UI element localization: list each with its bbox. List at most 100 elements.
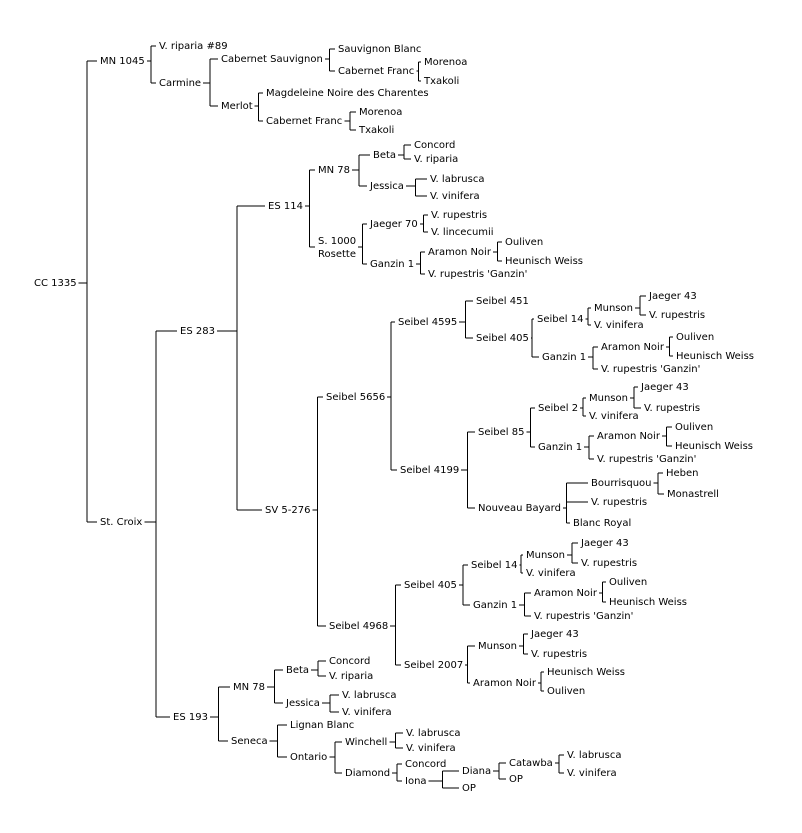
node-label-txakoli: Txakoli — [423, 76, 459, 87]
node-label-seneca: Seneca — [231, 736, 268, 747]
node-label-v-vinifera: V. vinifera — [526, 568, 576, 579]
node-label-v-vinifera: V. vinifera — [594, 320, 644, 331]
node-label-jaeger-43: Jaeger 43 — [640, 382, 689, 393]
node-label-v-rupestris: V. rupestris — [649, 310, 705, 321]
node-label-concord: Concord — [414, 140, 455, 151]
node-label-ouliven: Ouliven — [609, 577, 647, 588]
node-label-txakoli: Txakoli — [358, 125, 394, 136]
node-label-beta: Beta — [373, 150, 396, 161]
node-label-morenoa: Morenoa — [359, 107, 402, 118]
node-label-nouveau-bayard: Nouveau Bayard — [478, 503, 561, 514]
node-label-v-rupestris-ganzin: V. rupestris 'Ganzin' — [597, 454, 696, 465]
node-label-morenoa: Morenoa — [424, 57, 467, 68]
node-label-seibel-14: Seibel 14 — [537, 314, 583, 325]
node-label-diana: Diana — [462, 766, 491, 777]
node-label-aramon-noir: Aramon Noir — [601, 342, 665, 353]
node-label-jessica: Jessica — [285, 698, 320, 709]
node-label-aramon-noir: Aramon Noir — [597, 431, 661, 442]
node-label-jaeger-43: Jaeger 43 — [648, 291, 697, 302]
node-label-jessica: Jessica — [369, 181, 404, 192]
node-label-seibel-405: Seibel 405 — [404, 580, 457, 591]
node-label-v-vinifera: V. vinifera — [589, 411, 639, 422]
node-label-magdeleine-noire-des-charentes: Magdeleine Noire des Charentes — [266, 88, 429, 99]
node-label-munson: Munson — [526, 550, 565, 561]
node-label-heunisch-weiss: Heunisch Weiss — [505, 256, 583, 267]
node-label-mn-78: MN 78 — [318, 165, 350, 176]
node-label-ouliven: Ouliven — [547, 686, 585, 697]
node-label-monastrell: Monastrell — [667, 489, 719, 500]
node-label-aramon-noir: Aramon Noir — [473, 678, 537, 689]
node-label-munson: Munson — [589, 393, 628, 404]
node-label-v-rupestris: V. rupestris — [431, 210, 487, 221]
node-label-seibel-2: Seibel 2 — [538, 403, 578, 414]
node-label-cabernet-franc: Cabernet Franc — [338, 66, 414, 77]
node-label-ganzin-1: Ganzin 1 — [370, 259, 414, 270]
node-label-cc-1335: CC 1335 — [34, 278, 77, 289]
node-label-seibel-14: Seibel 14 — [471, 560, 517, 571]
node-label-ganzin-1: Ganzin 1 — [538, 442, 582, 453]
node-label-iona: Iona — [405, 776, 427, 787]
node-label-v-rupestris: V. rupestris — [644, 403, 700, 414]
node-label-v-riparia: V. riparia — [414, 154, 458, 165]
node-label-seibel-405: Seibel 405 — [476, 333, 529, 344]
node-label-v-rupestris: V. rupestris — [591, 497, 647, 508]
node-label-jaeger-70: Jaeger 70 — [369, 219, 418, 230]
node-label-v-riparia: V. riparia — [329, 671, 373, 682]
node-label-v-vinifera: V. vinifera — [430, 191, 480, 202]
node-label-ouliven: Ouliven — [676, 332, 714, 343]
node-label-v-rupestris-ganzin: V. rupestris 'Ganzin' — [428, 269, 527, 280]
node-label-heunisch-weiss: Heunisch Weiss — [676, 351, 754, 362]
node-label-seibel-4595: Seibel 4595 — [398, 317, 457, 328]
node-label-aramon-noir: Aramon Noir — [428, 247, 492, 258]
node-label-sauvignon-blanc: Sauvignon Blanc — [338, 44, 421, 55]
node-label-v-rupestris-ganzin: V. rupestris 'Ganzin' — [601, 364, 700, 375]
node-label-v-vinifera: V. vinifera — [567, 768, 617, 779]
node-label-s-1000: S. 1000 — [318, 236, 356, 247]
node-label-v-riparia-89: V. riparia #89 — [159, 41, 228, 52]
node-label-catawba: Catawba — [509, 758, 553, 769]
node-label-munson: Munson — [594, 303, 633, 314]
node-label-beta: Beta — [286, 665, 309, 676]
node-label-es-193: ES 193 — [173, 712, 208, 723]
node-label-aramon-noir: Aramon Noir — [534, 588, 598, 599]
node-label-v-vinifera: V. vinifera — [406, 743, 456, 754]
node-label-jaeger-43: Jaeger 43 — [530, 629, 579, 640]
node-label-op: OP — [462, 783, 476, 794]
node-label-mn-78: MN 78 — [233, 682, 265, 693]
node-label-sv-5-276: SV 5-276 — [265, 505, 310, 516]
node-label-winchell: Winchell — [345, 737, 387, 748]
node-label-cabernet-franc: Cabernet Franc — [266, 116, 342, 127]
node-label-op: OP — [509, 774, 523, 785]
node-label-st-croix: St. Croix — [100, 517, 142, 528]
node-label-v-labrusca: V. labrusca — [567, 750, 621, 761]
node-label-v-rupestris: V. rupestris — [531, 649, 587, 660]
node-label-diamond: Diamond — [345, 768, 390, 779]
node-label-v-labrusca: V. labrusca — [430, 174, 484, 185]
node-label-lignan-blanc: Lignan Blanc — [290, 720, 354, 731]
node-label-seibel-85: Seibel 85 — [478, 427, 524, 438]
node-label-seibel-451: Seibel 451 — [476, 296, 529, 307]
node-label-carmine: Carmine — [159, 78, 201, 89]
node-label-ontario: Ontario — [290, 752, 327, 763]
node-label-heunisch-weiss: Heunisch Weiss — [609, 597, 687, 608]
node-label-concord: Concord — [329, 656, 370, 667]
node-label-ouliven: Ouliven — [505, 237, 543, 248]
node-label-mn-1045: MN 1045 — [100, 56, 145, 67]
node-label-v-rupestris: V. rupestris — [581, 558, 637, 569]
node-label-v-lincecumii: V. lincecumii — [431, 227, 494, 238]
node-label-blanc-royal: Blanc Royal — [573, 518, 631, 529]
node-label-jaeger-43: Jaeger 43 — [580, 538, 629, 549]
node-label-bourrisquou: Bourrisquou — [591, 478, 652, 489]
node-label-ganzin-1: Ganzin 1 — [473, 600, 517, 611]
node-label-ganzin-1: Ganzin 1 — [542, 352, 586, 363]
node-label-munson: Munson — [478, 641, 517, 652]
node-label-v-labrusca: V. labrusca — [342, 690, 396, 701]
node-label-heben: Heben — [666, 468, 699, 479]
node-label-es-114: ES 114 — [268, 201, 303, 212]
node-label-seibel-4968: Seibel 4968 — [329, 621, 388, 632]
node-label-es-283: ES 283 — [180, 326, 215, 337]
node-label-seibel-2007: Seibel 2007 — [404, 660, 463, 671]
node-label-heunisch-weiss: Heunisch Weiss — [547, 667, 625, 678]
node-label-heunisch-weiss: Heunisch Weiss — [675, 441, 753, 452]
